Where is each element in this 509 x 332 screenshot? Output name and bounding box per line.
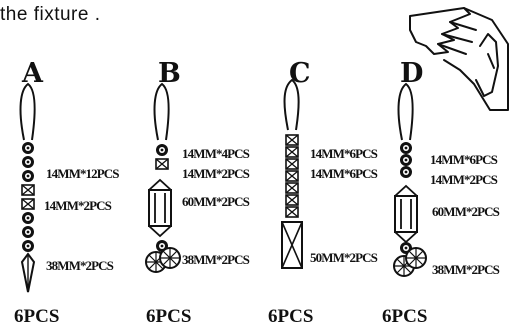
- pendant-d-letter: D: [400, 58, 424, 89]
- pendant-b-label-1: 14MM*4PCS: [182, 146, 250, 161]
- pendant-b: [145, 82, 181, 273]
- pendant-d: [393, 82, 427, 277]
- pendant-b-letter: B: [158, 58, 181, 89]
- pendant-a-letter: A: [22, 58, 43, 89]
- pendant-b-label-2: 14MM*2PCS: [182, 166, 250, 181]
- pendant-c-label-1: 14MM*6PCS: [310, 146, 378, 161]
- pendant-d-label-3: 60MM*2PCS: [432, 204, 500, 219]
- pendant-b-label-3: 60MM*2PCS: [182, 194, 250, 209]
- pendant-c-count: 6PCS: [268, 306, 314, 327]
- caption-text: the fixture .: [0, 4, 101, 25]
- pendant-b-count: 6PCS: [146, 306, 192, 327]
- pendant-a-label-2: 14MM*2PCS: [44, 198, 112, 213]
- pendant-c-label-2: 14MM*6PCS: [310, 166, 378, 181]
- pendant-d-label-1: 14MM*6PCS: [430, 152, 498, 167]
- pendant-c-label-3: 50MM*2PCS: [310, 250, 378, 265]
- pendant-a-label-3: 38MM*2PCS: [46, 258, 114, 273]
- pendant-d-label-2: 14MM*2PCS: [430, 172, 498, 187]
- pendant-d-label-4: 38MM*2PCS: [432, 262, 500, 277]
- pointing-hands-icon: [409, 7, 509, 111]
- pendant-a: [19, 82, 36, 293]
- pendant-b-label-4: 38MM*2PCS: [182, 252, 250, 267]
- pendant-a-label-1: 14MM*12PCS: [46, 166, 120, 181]
- pendant-d-count: 6PCS: [382, 306, 428, 327]
- pendant-a-count: 6PCS: [14, 306, 60, 327]
- pendant-c: [281, 78, 303, 269]
